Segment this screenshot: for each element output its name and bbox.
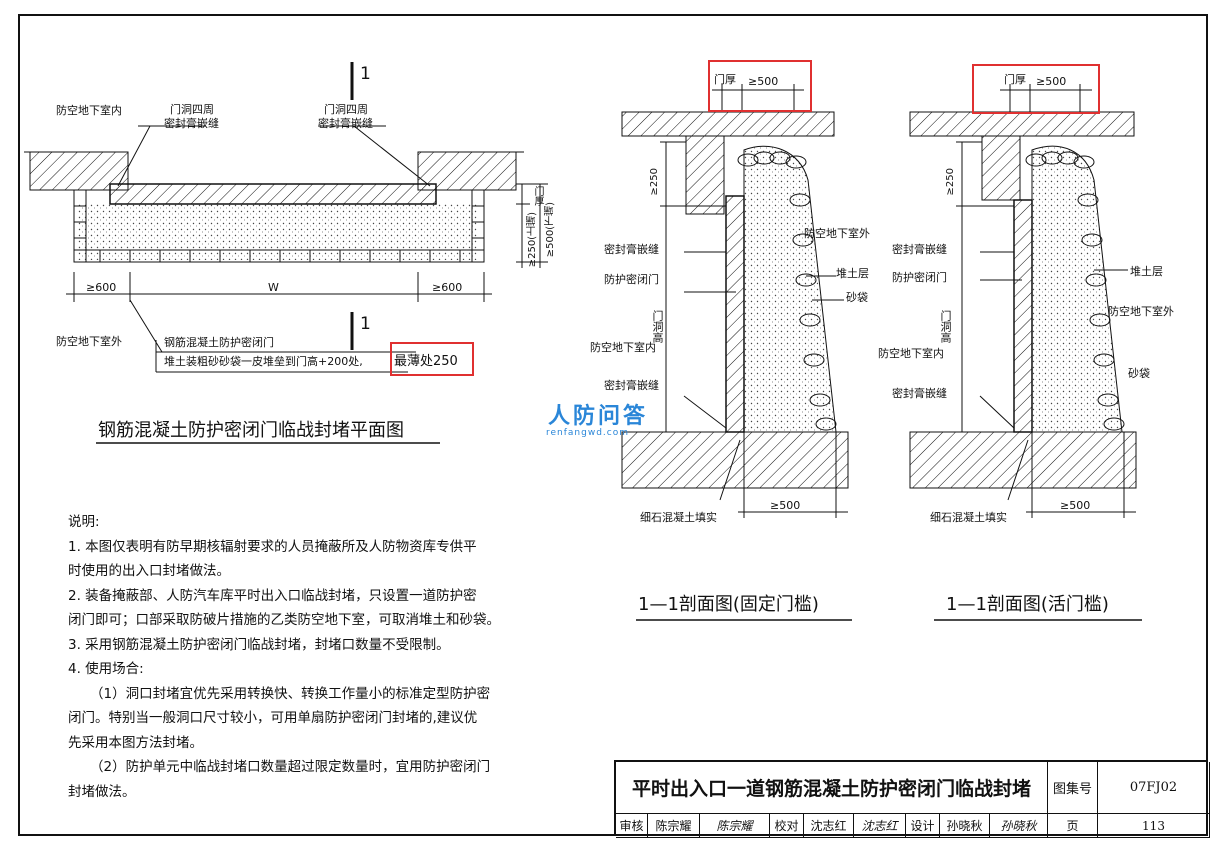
title-block-review-label: 审核 (616, 814, 648, 838)
notes-line: 闭门。特别当一般洞口尺寸较小，可用单扇防护密闭门封堵的,建议优 (68, 710, 478, 726)
notes-line: 2. 装备掩蔽部、人防汽车库平时出入口临战封堵，只设置一道防护密 (68, 587, 477, 604)
fixed-dim-bottom: ≥500 (770, 499, 801, 512)
plan-note-thinnest: 最薄处250 (394, 354, 458, 369)
fixed-label-fill: 细石混凝土填实 (640, 511, 717, 524)
drawing-frame (18, 14, 1208, 836)
plan-note-line2: 堆土装粗砂砂袋一皮堆垒到门高+200处, (164, 355, 363, 368)
title-block-atlas-label: 图集号 (1048, 762, 1098, 814)
plan-title: 钢筋混凝土防护密闭门临战封堵平面图 (98, 420, 404, 441)
movable-label-sandbag: 砂袋 (1128, 367, 1150, 380)
fixed-label-height: 门洞高 (651, 310, 664, 343)
movable-title: 1—1剖面图(活门槛) (946, 594, 1109, 615)
title-block-check-label: 校对 (770, 814, 804, 838)
notes-line: 先采用本图方法封堵。 (68, 734, 203, 751)
fixed-label-seal-top: 密封膏嵌缝 (604, 243, 659, 256)
highlight-box-plan-thinnest (390, 342, 474, 376)
notes-heading: 说明: (68, 514, 100, 530)
plan-inside-label: 防空地下室内 (56, 104, 122, 117)
plan-section-mark-bottom: 1 (360, 314, 371, 334)
movable-dim-side: ≥250 (945, 168, 956, 196)
title-block-reviewer-signature: 陈宗耀 (700, 814, 770, 838)
plan-dim-w: W (268, 281, 279, 294)
plan-view (24, 62, 548, 444)
movable-dim-door-thickness: 门厚 (1004, 73, 1026, 86)
plan-dim-bottom-end: ≥500(下端) (545, 202, 556, 258)
movable-label-fill: 细石混凝土填实 (930, 511, 1007, 524)
fixed-title: 1—1剖面图(固定门槛) (638, 594, 819, 615)
notes-block: 说明: 1. 本图仅表明有防早期核辐射要求的人员掩蔽所及人防物资库专供平 时使用… (68, 510, 548, 804)
notes-line: （2）防护单元中临战封堵口数量超过限定数量时，宜用防护密闭门 (90, 759, 491, 775)
fixed-dim-top: ≥500 (748, 75, 779, 88)
notes-line: 封堵做法。 (68, 783, 136, 800)
title-block-atlas-no: 07FJ02 (1098, 762, 1210, 814)
notes-line: 时使用的出入口封堵做法。 (68, 563, 230, 579)
plan-dim-left: ≥600 (86, 281, 117, 294)
movable-label-seal-top: 密封膏嵌缝 (892, 243, 947, 256)
highlight-box-movable-dim (972, 64, 1100, 114)
notes-line: 1. 本图仅表明有防早期核辐射要求的人员掩蔽所及人防物资库专供平 (68, 538, 477, 555)
plan-outside-label: 防空地下室外 (56, 335, 122, 348)
title-block-page-no: 113 (1098, 814, 1210, 838)
title-block-reviewer: 陈宗耀 (648, 814, 700, 838)
fixed-label-inside: 防空地下室内 (590, 341, 656, 354)
title-block-title: 平时出入口一道钢筋混凝土防护密闭门临战封堵 (616, 762, 1048, 814)
movable-dim-bottom: ≥500 (1060, 499, 1091, 512)
fixed-label-outside: 防空地下室外 (804, 227, 870, 240)
title-block: 平时出入口一道钢筋混凝土防护密闭门临战封堵 图集号 07FJ02 审核 陈宗耀 … (614, 760, 1210, 838)
section-fixed-view (621, 84, 852, 621)
fixed-label-sandbag: 砂袋 (846, 291, 868, 304)
fixed-label-seal-bottom: 密封膏嵌缝 (604, 379, 659, 392)
movable-label-soil: 堆土层 (1130, 265, 1163, 278)
plan-dim-right: ≥600 (432, 281, 463, 294)
plan-seal-right-1: 门洞四周 (324, 103, 368, 116)
notes-line: 3. 采用钢筋混凝土防护密闭门临战封堵，封堵口数量不受限制。 (68, 636, 450, 653)
title-block-designer: 孙晓秋 (940, 814, 990, 838)
plan-section-mark-top: 1 (360, 64, 371, 84)
movable-label-seal-bottom: 密封膏嵌缝 (892, 387, 947, 400)
movable-dim-top: ≥500 (1036, 75, 1067, 88)
movable-label-door: 防护密闭门 (892, 271, 947, 284)
plan-seal-right-2: 密封膏嵌缝 (318, 117, 373, 130)
watermark-url: renfangwd.com (546, 428, 630, 438)
plan-dim-top-end: ≥250(上端) (527, 212, 538, 268)
fixed-dim-door-thickness: 门厚 (714, 73, 736, 86)
title-block-checker: 沈志红 (804, 814, 854, 838)
fixed-label-door: 防护密闭门 (604, 273, 659, 286)
plan-seal-left-2: 密封膏嵌缝 (164, 117, 219, 130)
notes-line: 闭门即可；口部采取防破片措施的乙类防空地下室，可取消堆土和砂袋。 (68, 612, 500, 628)
plan-note-line1: 钢筋混凝土防护密闭门 (164, 336, 274, 349)
highlight-box-fixed-dim (708, 60, 812, 112)
title-block-checker-signature: 沈志红 (854, 814, 906, 838)
notes-line: 4. 使用场合: (68, 661, 144, 677)
movable-label-height: 门洞高 (939, 310, 952, 343)
title-block-page-label: 页 (1048, 814, 1098, 838)
section-movable-view (909, 84, 1142, 621)
plan-seal-left-1: 门洞四周 (170, 103, 214, 116)
fixed-dim-side: ≥250 (649, 168, 660, 196)
notes-line: （1）洞口封堵宜优先采用转换快、转换工作量小的标准定型防护密 (90, 685, 491, 702)
title-block-design-label: 设计 (906, 814, 940, 838)
watermark-logo: 人防问答 (548, 404, 649, 429)
fixed-label-soil: 堆土层 (836, 267, 869, 280)
plan-dim-door-thickness: 门厚 (532, 186, 543, 206)
title-block-designer-signature: 孙晓秋 (990, 814, 1048, 838)
movable-label-inside: 防空地下室内 (878, 347, 944, 360)
movable-label-outside: 防空地下室外 (1108, 305, 1174, 318)
